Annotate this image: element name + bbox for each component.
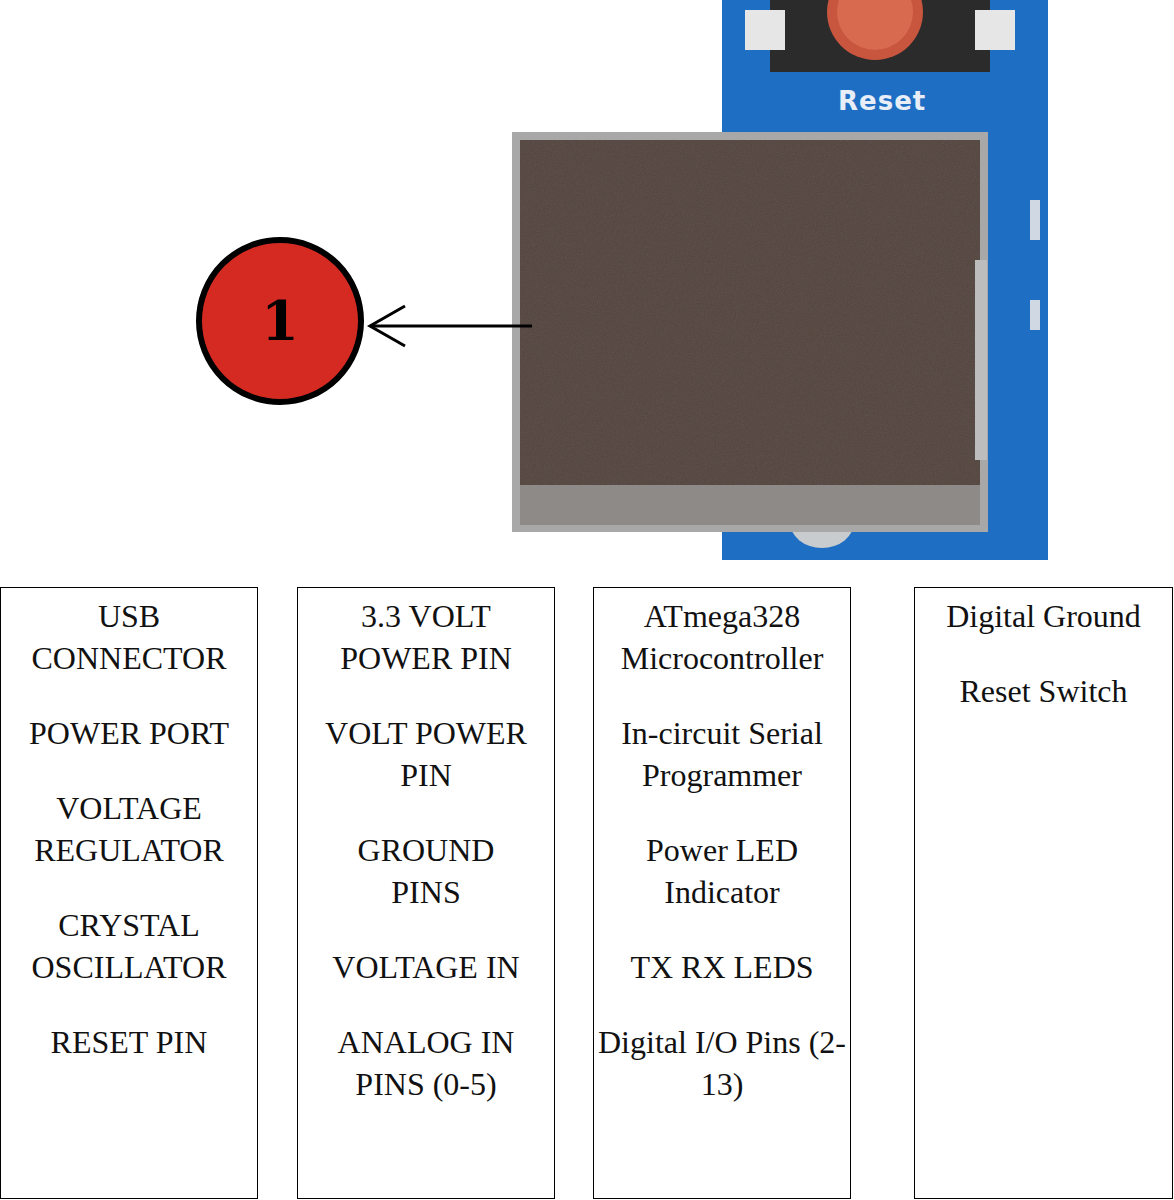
- part-name: VOLTAGE IN: [298, 946, 554, 988]
- part-name: Digital Ground: [915, 595, 1172, 637]
- part-name: TX RX LEDS: [594, 946, 850, 988]
- part-name: CRYSTAL OSCILLATOR: [14, 904, 244, 988]
- part-name: USB CONNECTOR: [14, 595, 244, 679]
- leader-arrow: [372, 325, 532, 328]
- part-name: RESET PIN: [1, 1021, 257, 1063]
- part-name: ATmega328 Microcontroller: [594, 595, 850, 679]
- callout-circle: 1: [195, 236, 365, 406]
- label-box: USB CONNECTOR POWER PORT VOLTAGE REGULATOR…: [0, 587, 258, 1199]
- board-marking: [1030, 300, 1040, 330]
- arrow-head: [370, 306, 405, 346]
- usb-connector-shell: [512, 132, 988, 532]
- usb-connector: [520, 140, 980, 485]
- part-name: Power LED Indicator: [612, 829, 832, 913]
- reset-button: [827, 0, 923, 60]
- board-marking: [1030, 200, 1040, 240]
- part-name: POWER PORT: [1, 712, 257, 754]
- part-name: 3.3 VOLT POWER PIN: [316, 595, 536, 679]
- part-name: Digital I/O Pins (2-13): [594, 1021, 850, 1105]
- usb-connector-tab: [975, 260, 987, 460]
- part-name: GROUND PINS: [331, 829, 521, 913]
- part-name: VOLTAGE REGULATOR: [14, 787, 244, 871]
- usb-connector-edge: [520, 485, 980, 525]
- label-box: Digital GroundReset Switch: [914, 587, 1173, 1199]
- reset-button-top: [837, 0, 913, 50]
- part-name: VOLT POWER PIN: [298, 712, 554, 796]
- label-box: 3.3 VOLT POWER PIN VOLT POWER PIN GROUND P…: [297, 587, 555, 1199]
- label-box: ATmega328 MicrocontrollerIn-circuit Seri…: [593, 587, 851, 1199]
- callout-number: 1: [195, 236, 365, 406]
- board-silkscreen-label: Reset: [838, 86, 926, 116]
- part-name: Reset Switch: [915, 670, 1172, 712]
- switch-pad: [975, 10, 1015, 50]
- part-name: ANALOG IN PINS (0-5): [316, 1021, 536, 1105]
- part-name: In-circuit Serial Programmer: [600, 712, 845, 796]
- switch-pad: [745, 10, 785, 50]
